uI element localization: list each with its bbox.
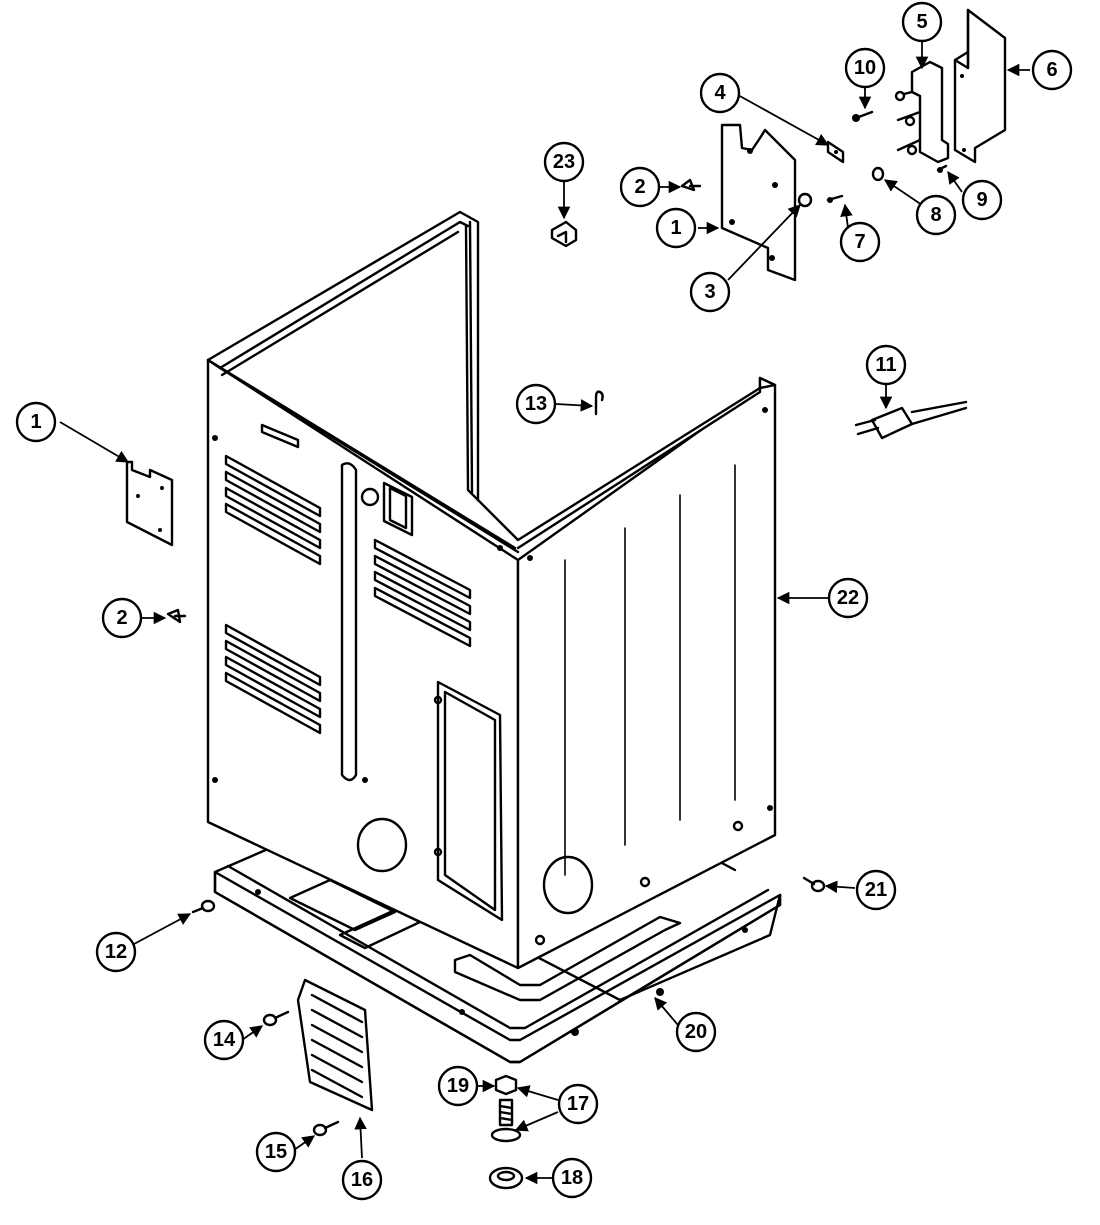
callout-9: 9: [961, 179, 1003, 221]
terminal-block-5: [894, 60, 950, 164]
callout-label: 2: [634, 176, 645, 198]
screw-7: [826, 194, 844, 203]
callout-8: 8: [915, 194, 957, 236]
callout-1-left: 1: [15, 401, 57, 443]
callout-label: 3: [704, 281, 715, 303]
callout-label: 1: [30, 411, 41, 433]
callout-16: 16: [341, 1159, 383, 1201]
callout-4: 4: [699, 72, 741, 114]
terminal-cover-right: [720, 123, 797, 282]
callout-label: 2: [116, 607, 127, 629]
callout-label: 21: [865, 879, 887, 901]
screw-9: [936, 164, 948, 173]
washer-8: [871, 166, 885, 182]
callout-17: 17: [557, 1083, 599, 1125]
callout-11: 11: [865, 344, 907, 386]
screw-14: [262, 1010, 290, 1027]
callout-10: 10: [844, 47, 886, 89]
nut-3: [797, 192, 813, 208]
cabinet: [206, 210, 777, 970]
callout-label: 6: [1046, 59, 1057, 81]
callout-label: 9: [976, 189, 987, 211]
callout-label: 16: [351, 1169, 373, 1191]
callout-label: 20: [685, 1021, 707, 1043]
callout-label: 12: [105, 941, 127, 963]
callout-20: 20: [675, 1011, 717, 1053]
screw-2-upper: [680, 178, 702, 192]
terminal-cover-left: [125, 460, 174, 547]
callout-2-left: 2: [101, 597, 143, 639]
screw-21: [802, 876, 826, 893]
callout-1-right: 1: [655, 207, 697, 249]
louvers-upper-left: [224, 454, 322, 566]
callout-13: 13: [515, 383, 557, 425]
callout-label: 15: [265, 1141, 287, 1163]
callout-3: 3: [689, 271, 731, 313]
callout-label: 18: [561, 1167, 583, 1189]
callout-22: 22: [827, 577, 869, 619]
bracket-4: [826, 140, 845, 164]
callout-21: 21: [855, 869, 897, 911]
callout-15: 15: [255, 1131, 297, 1173]
clip-13: [594, 390, 604, 416]
callout-6: 6: [1031, 49, 1073, 91]
callout-14: 14: [203, 1019, 245, 1061]
callout-label: 13: [525, 393, 547, 415]
callout-label: 23: [553, 151, 575, 173]
callout-label: 11: [875, 354, 896, 376]
callout-label: 17: [567, 1093, 589, 1115]
power-cord-11: [854, 400, 968, 440]
callout-12: 12: [95, 931, 137, 973]
clip-23: [550, 220, 578, 248]
callout-label: 4: [714, 82, 726, 104]
screw-10: [852, 110, 874, 122]
toe-grille-16: [296, 978, 374, 1112]
callout-23: 23: [543, 141, 585, 183]
callout-7: 7: [839, 221, 881, 263]
callout-label: 22: [837, 587, 859, 609]
callout-5: 5: [901, 1, 943, 43]
screw-12: [191, 899, 216, 914]
callout-label: 19: [447, 1075, 469, 1097]
callout-2-upper: 2: [619, 166, 661, 208]
callout-label: 10: [854, 57, 876, 79]
bracket-6: [953, 8, 1007, 164]
screw-2-left: [166, 608, 187, 624]
callout-label: 8: [930, 204, 941, 226]
nut-19: [494, 1074, 518, 1096]
callout-label: 14: [213, 1029, 236, 1051]
callout-label: 7: [854, 231, 865, 253]
leader-lines: [59, 40, 1030, 1185]
callout-18: 18: [551, 1157, 593, 1199]
screw-15: [312, 1120, 340, 1137]
louvers-lower-left: [224, 623, 322, 735]
leveling-leg-17: [490, 1098, 522, 1143]
louvers-center: [373, 538, 472, 648]
callout-19: 19: [437, 1065, 479, 1107]
callout-label: 5: [916, 11, 927, 33]
foot-pad-18: [488, 1166, 524, 1190]
callout-label: 1: [670, 217, 681, 239]
